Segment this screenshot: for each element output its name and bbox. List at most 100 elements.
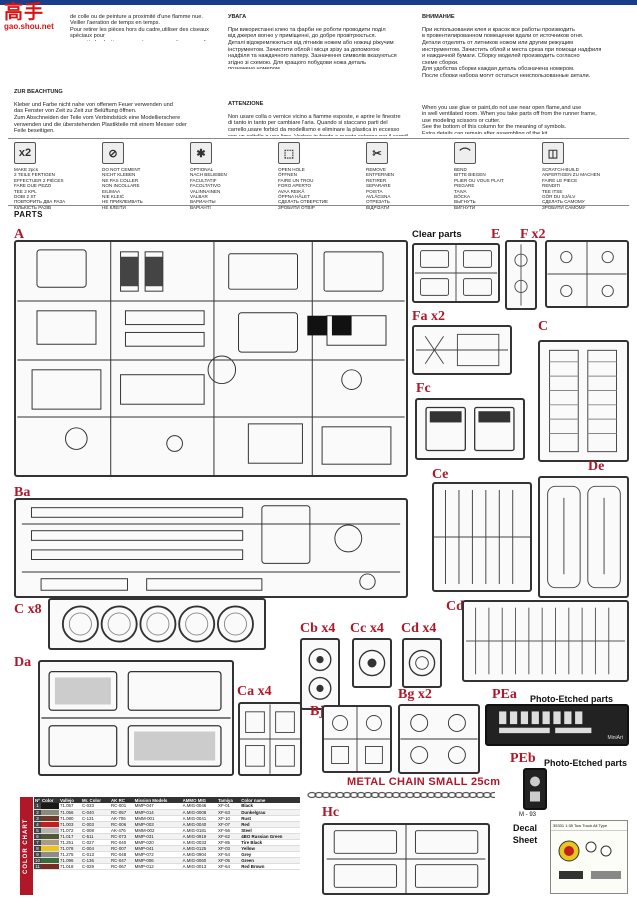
color-ammo: A.MIG-0125 [181, 845, 218, 852]
sprue-label-clear: Clear parts [412, 229, 462, 240]
sprue-cb-drawing [308, 648, 332, 700]
color-mission: MMP-041 [133, 845, 182, 852]
color-vallejo: 71.003 [59, 821, 81, 828]
symbol-icon: ✱ [190, 142, 212, 164]
sprue-da [38, 660, 234, 776]
color-swatch [41, 845, 59, 852]
chain-link [468, 791, 478, 799]
sprue-cc [352, 638, 392, 688]
color-name: 4BO Russian Green [240, 833, 300, 840]
sprue-label-ce: Ce [432, 467, 449, 482]
instructions-ukrainian-body: При використанні клею та фарби не роботи… [228, 26, 397, 69]
chain-link [419, 791, 429, 799]
sprue-fa [412, 325, 512, 375]
sprue-peb [523, 768, 547, 810]
sprue-label-bg: Bg x2 [398, 687, 432, 702]
color-vallejo: 71.017 [59, 833, 81, 840]
symbol-icon: ⊘ [102, 142, 124, 164]
chain-link [454, 791, 464, 799]
sprue-cb [300, 638, 340, 710]
symbol-text: REMOVE ENTFERNEN RETIRER SEPARARE POISTA… [366, 167, 395, 210]
pe-caption-a: Photo-Etched parts [530, 694, 614, 704]
color-swatch [41, 827, 59, 834]
symbol-item: ⌒BEND BITTE BIEGEN PLIER OU VOUS PLAIT P… [454, 142, 532, 210]
color-vallejo: 71.096 [59, 857, 81, 864]
chain-link [426, 791, 436, 799]
symbol-icon: x2 [14, 142, 36, 164]
color-name: Green [240, 857, 300, 864]
sprue-peb-drawing [530, 776, 540, 802]
color-name: Red [240, 821, 300, 828]
color-number: 1 [34, 803, 41, 810]
color-swatch [41, 851, 59, 858]
sprue-label-bj: Bj [310, 704, 324, 719]
decal-sheet-label-text: Decal Sheet [512, 823, 538, 845]
color-mission: MMP-012 [133, 863, 182, 870]
sprue-label-f: F x2 [520, 227, 546, 242]
color-mr: C-003 [80, 821, 111, 828]
instructions-italian: ATTENZIONE Non usare colla o vernice vic… [228, 94, 420, 136]
color-swatch [41, 833, 59, 840]
color-mission: MMP-020 [133, 839, 182, 846]
color-ammo: A.MIG-0041 [181, 815, 218, 822]
pe-brand: MiniArt [607, 735, 623, 741]
color-ak: RC-048 [110, 851, 134, 858]
color-swatch [41, 863, 59, 870]
sprue-ce [432, 482, 532, 592]
sprue-bg-drawing [400, 714, 478, 764]
color-ak: RC-067 [110, 863, 134, 870]
chain-link [356, 791, 366, 799]
instructions-german: ZUR BEACHTUNG Kleber und Farbe nicht nah… [14, 82, 219, 134]
color-ammo: A.MIG-0904 [181, 851, 218, 858]
color-name: Black [240, 803, 300, 810]
symbol-text: BEND BITTE BIEGEN PLIER OU VOUS PLAIT PI… [454, 167, 504, 210]
sprue-label-e: E [491, 227, 501, 242]
color-tamiya: XF-05 [217, 857, 241, 864]
symbol-text: OPEN HOLE ÖFFNEN FAIRE UN TROU FORO APER… [278, 167, 329, 210]
color-mr: C-033 [80, 803, 111, 810]
chain-link [363, 791, 373, 799]
color-number: 2 [34, 809, 41, 816]
sprue-label-cd: Cd [446, 599, 464, 614]
color-vallejo: 71.078 [59, 845, 81, 852]
sprue-label-c: C [538, 319, 549, 334]
sprue-f-drawing [547, 242, 627, 306]
chain-link [398, 791, 408, 799]
chain-link [314, 791, 324, 799]
color-vallejo: 71.018 [59, 863, 81, 870]
sprue-label-a: A [14, 227, 25, 242]
sprue-label-hc: Hc [322, 805, 340, 820]
color-number: 6 [34, 833, 41, 840]
chain-title: METAL CHAIN SMALL 25cm [347, 776, 501, 788]
color-number: 9 [34, 851, 41, 858]
sprue-fc-drawing [425, 406, 515, 452]
color-ammo: A.MIG-0033 [181, 839, 218, 846]
chain-link [482, 791, 492, 799]
color-ak: RC-073 [110, 833, 134, 840]
sprue-label-fc: Fc [416, 381, 431, 396]
chain-link [370, 791, 380, 799]
color-mission: MMP-003 [133, 821, 182, 828]
color-chart-header-cell: Color [41, 797, 59, 804]
sprue-c8 [48, 598, 266, 650]
sprue-label-de: De [588, 459, 605, 474]
sprue-ba [14, 498, 408, 598]
chain-link [307, 791, 317, 799]
chain-link [433, 791, 443, 799]
chain-link [461, 791, 471, 799]
instructions-french-body: de colle ou de peinture a proximité d'un… [70, 13, 216, 41]
sprue-c [538, 340, 629, 462]
color-tamiya: XF-62 [217, 833, 241, 840]
color-number: 11 [34, 863, 41, 870]
sprue-e-drawing [514, 244, 528, 306]
